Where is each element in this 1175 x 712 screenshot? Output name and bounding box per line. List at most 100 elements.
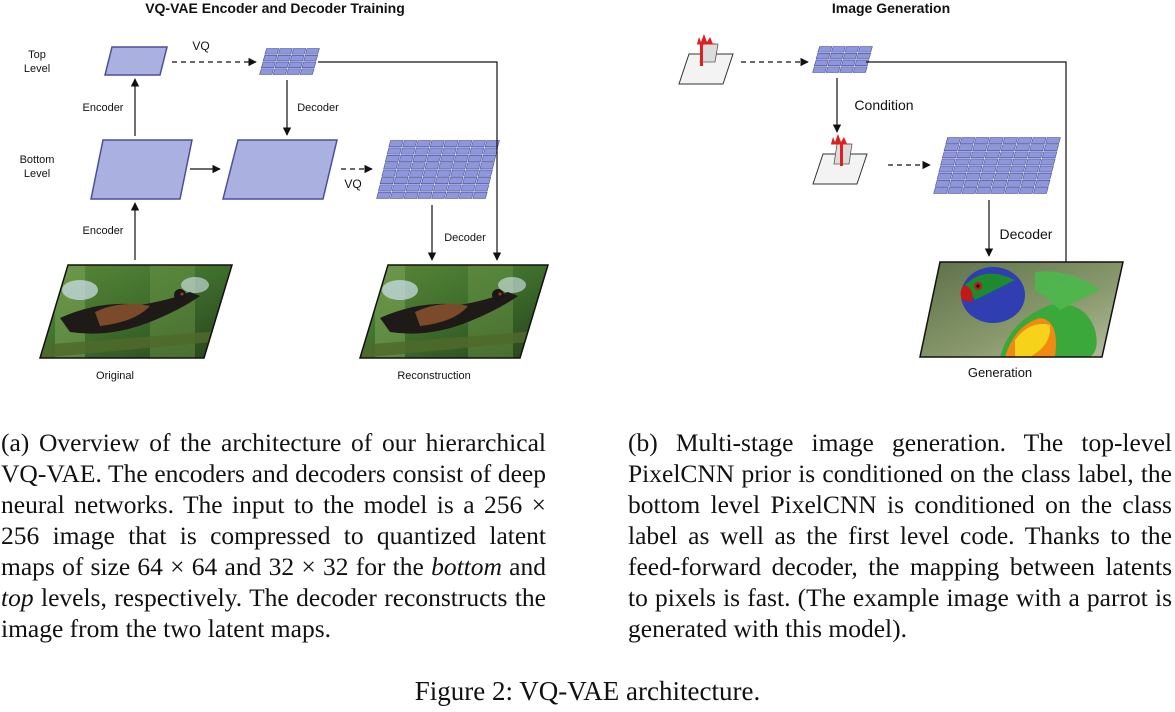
grid-cell bbox=[444, 191, 461, 199]
generated-bottom-grid bbox=[933, 137, 1061, 194]
grid-cell bbox=[940, 158, 956, 166]
grid-cell bbox=[448, 177, 464, 184]
grid-cell bbox=[1004, 187, 1021, 194]
grid-cell bbox=[286, 68, 302, 75]
grid-cell bbox=[438, 162, 454, 170]
grid-cell bbox=[431, 191, 447, 199]
grid-cell bbox=[484, 140, 500, 148]
grid-cell bbox=[988, 137, 1004, 144]
grid-cell bbox=[301, 61, 317, 68]
grid-cell bbox=[277, 48, 293, 55]
grid-cell bbox=[429, 140, 445, 148]
grid-cell bbox=[410, 162, 426, 170]
grid-cell bbox=[986, 144, 1003, 151]
grid-cell bbox=[857, 46, 873, 53]
grid-cell bbox=[477, 169, 493, 177]
grid-cell bbox=[439, 155, 456, 162]
grid-cell bbox=[303, 55, 319, 62]
grid-cell bbox=[977, 180, 994, 187]
grid-cell bbox=[842, 53, 858, 60]
grid-cell bbox=[426, 155, 442, 162]
grid-cell bbox=[984, 151, 1001, 159]
grid-cell bbox=[1018, 187, 1035, 194]
grid-cell bbox=[475, 177, 492, 184]
grid-cell bbox=[414, 147, 430, 155]
grid-cell bbox=[938, 165, 955, 173]
generation-label: Generation bbox=[968, 365, 1032, 380]
grid-cell bbox=[956, 151, 972, 159]
grid-cell bbox=[291, 48, 307, 55]
grid-cell bbox=[1025, 158, 1042, 166]
top-level-label-line1: Top bbox=[28, 49, 46, 61]
grid-cell bbox=[1022, 172, 1038, 180]
bottom-level-label-line2: Level bbox=[24, 168, 50, 180]
caption-a-part1: (a) Overview of the architecture of our … bbox=[1, 428, 546, 581]
grid-cell bbox=[446, 184, 462, 192]
grid-cell bbox=[945, 137, 962, 144]
grid-cell bbox=[1045, 137, 1061, 144]
grid-cell bbox=[965, 172, 981, 180]
grid-cell bbox=[973, 137, 990, 144]
grid-cell bbox=[1013, 151, 1029, 159]
grid-cell bbox=[970, 151, 987, 159]
grid-cell bbox=[934, 180, 951, 187]
grid-cell bbox=[943, 144, 960, 151]
bottom-level-label-line1: Bottom bbox=[20, 154, 55, 166]
original-image bbox=[38, 264, 234, 359]
grid-cell bbox=[957, 144, 974, 151]
grid-cell bbox=[434, 177, 450, 184]
vq-top-label: VQ bbox=[192, 39, 209, 53]
grid-cell bbox=[966, 165, 983, 173]
grid-cell bbox=[384, 155, 401, 162]
grid-cell bbox=[457, 140, 473, 148]
top-level-label-line2: Level bbox=[24, 63, 50, 75]
grid-cell bbox=[1006, 180, 1022, 187]
grid-cell bbox=[465, 162, 481, 170]
grid-cell bbox=[427, 147, 444, 155]
grid-cell bbox=[854, 59, 870, 66]
decoder-out-label: Decoder bbox=[444, 232, 486, 244]
grid-cell bbox=[840, 59, 856, 66]
caption-a: (a) Overview of the architecture of our … bbox=[1, 427, 546, 644]
grid-cell bbox=[995, 165, 1012, 173]
bottom-quantized-grid bbox=[376, 140, 500, 199]
grid-cell bbox=[998, 151, 1015, 159]
grid-cell bbox=[961, 187, 978, 194]
grid-cell bbox=[264, 48, 280, 55]
grid-cell bbox=[815, 53, 831, 60]
grid-cell bbox=[450, 169, 466, 177]
reconstruction-label: Reconstruction bbox=[397, 370, 470, 382]
grid-cell bbox=[289, 55, 305, 62]
grid-cell bbox=[1011, 158, 1028, 166]
grid-cell bbox=[377, 184, 394, 192]
grid-cell bbox=[827, 59, 843, 66]
grid-cell bbox=[839, 66, 855, 73]
panel-a-title: VQ-VAE Encoder and Decoder Training bbox=[145, 0, 405, 16]
decoder-mid-label: Decoder bbox=[297, 102, 339, 114]
grid-cell bbox=[472, 191, 488, 199]
grid-cell bbox=[1043, 144, 1060, 151]
grid-cell bbox=[481, 155, 497, 162]
grid-cell bbox=[386, 147, 402, 155]
encoder-bottom-label: Encoder bbox=[83, 225, 124, 237]
grid-cell bbox=[933, 187, 949, 194]
grid-cell bbox=[979, 172, 996, 180]
grid-cell bbox=[812, 66, 828, 73]
top-latent-map bbox=[104, 46, 168, 76]
panel-b-title: Image Generation bbox=[832, 0, 950, 16]
grid-cell bbox=[1027, 151, 1044, 159]
top-prior-icon bbox=[678, 34, 734, 85]
grid-cell bbox=[443, 140, 459, 148]
grid-cell bbox=[1030, 137, 1047, 144]
grid-cell bbox=[982, 158, 999, 166]
grid-cell bbox=[420, 177, 437, 184]
grid-cell bbox=[997, 158, 1013, 166]
encoder-top-label: Encoder bbox=[83, 102, 124, 114]
grid-cell bbox=[1032, 187, 1049, 194]
grid-cell bbox=[1036, 172, 1053, 180]
grid-cell bbox=[990, 187, 1006, 194]
grid-cell bbox=[1038, 165, 1054, 173]
grid-cell bbox=[458, 191, 474, 199]
grid-cell bbox=[941, 151, 958, 159]
grid-cell bbox=[398, 155, 414, 162]
